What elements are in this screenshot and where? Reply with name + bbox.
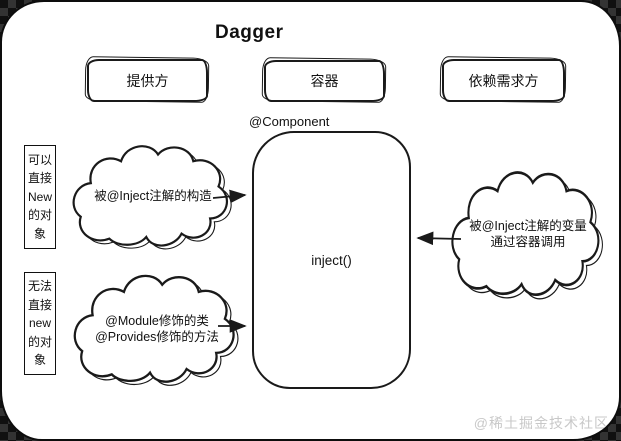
newable-note-box: 可以 直接 New 的对 象 [24, 145, 56, 249]
watermark: @稀土掘金技术社区 [473, 415, 609, 431]
container-header-box: 容器 [264, 60, 385, 102]
provider-header-label: 提供方 [126, 72, 169, 89]
cloud-module-provides-label: @Module修饰的类 @Provides修饰的方法 [95, 314, 219, 344]
component-container-box: inject() [252, 131, 411, 389]
cloud-inject-variable-label: 被@Inject注解的变量 通过容器调用 [469, 219, 587, 249]
container-header-label: 容器 [310, 73, 339, 89]
not-newable-note-box: 无法 直接 new 的对 象 [24, 272, 56, 375]
component-annotation-label: @Component [249, 114, 330, 129]
diagram-title: Dagger [215, 22, 284, 43]
cloud-module-provides: @Module修饰的类 @Provides修饰的方法 [70, 265, 244, 395]
cloud-inject-variable: 被@Inject注解的变量 通过容器调用 [448, 160, 608, 310]
cloud-inject-constructor: 被@Inject注解的构造 [69, 136, 237, 258]
provider-header-box: 提供方 [87, 59, 208, 102]
cloud-inject-constructor-label: 被@Inject注解的构造 [94, 189, 212, 204]
dependent-header-label: 依赖需求方 [468, 72, 539, 89]
inject-method-label: inject() [311, 252, 352, 268]
dependent-header-box: 依赖需求方 [442, 59, 565, 102]
